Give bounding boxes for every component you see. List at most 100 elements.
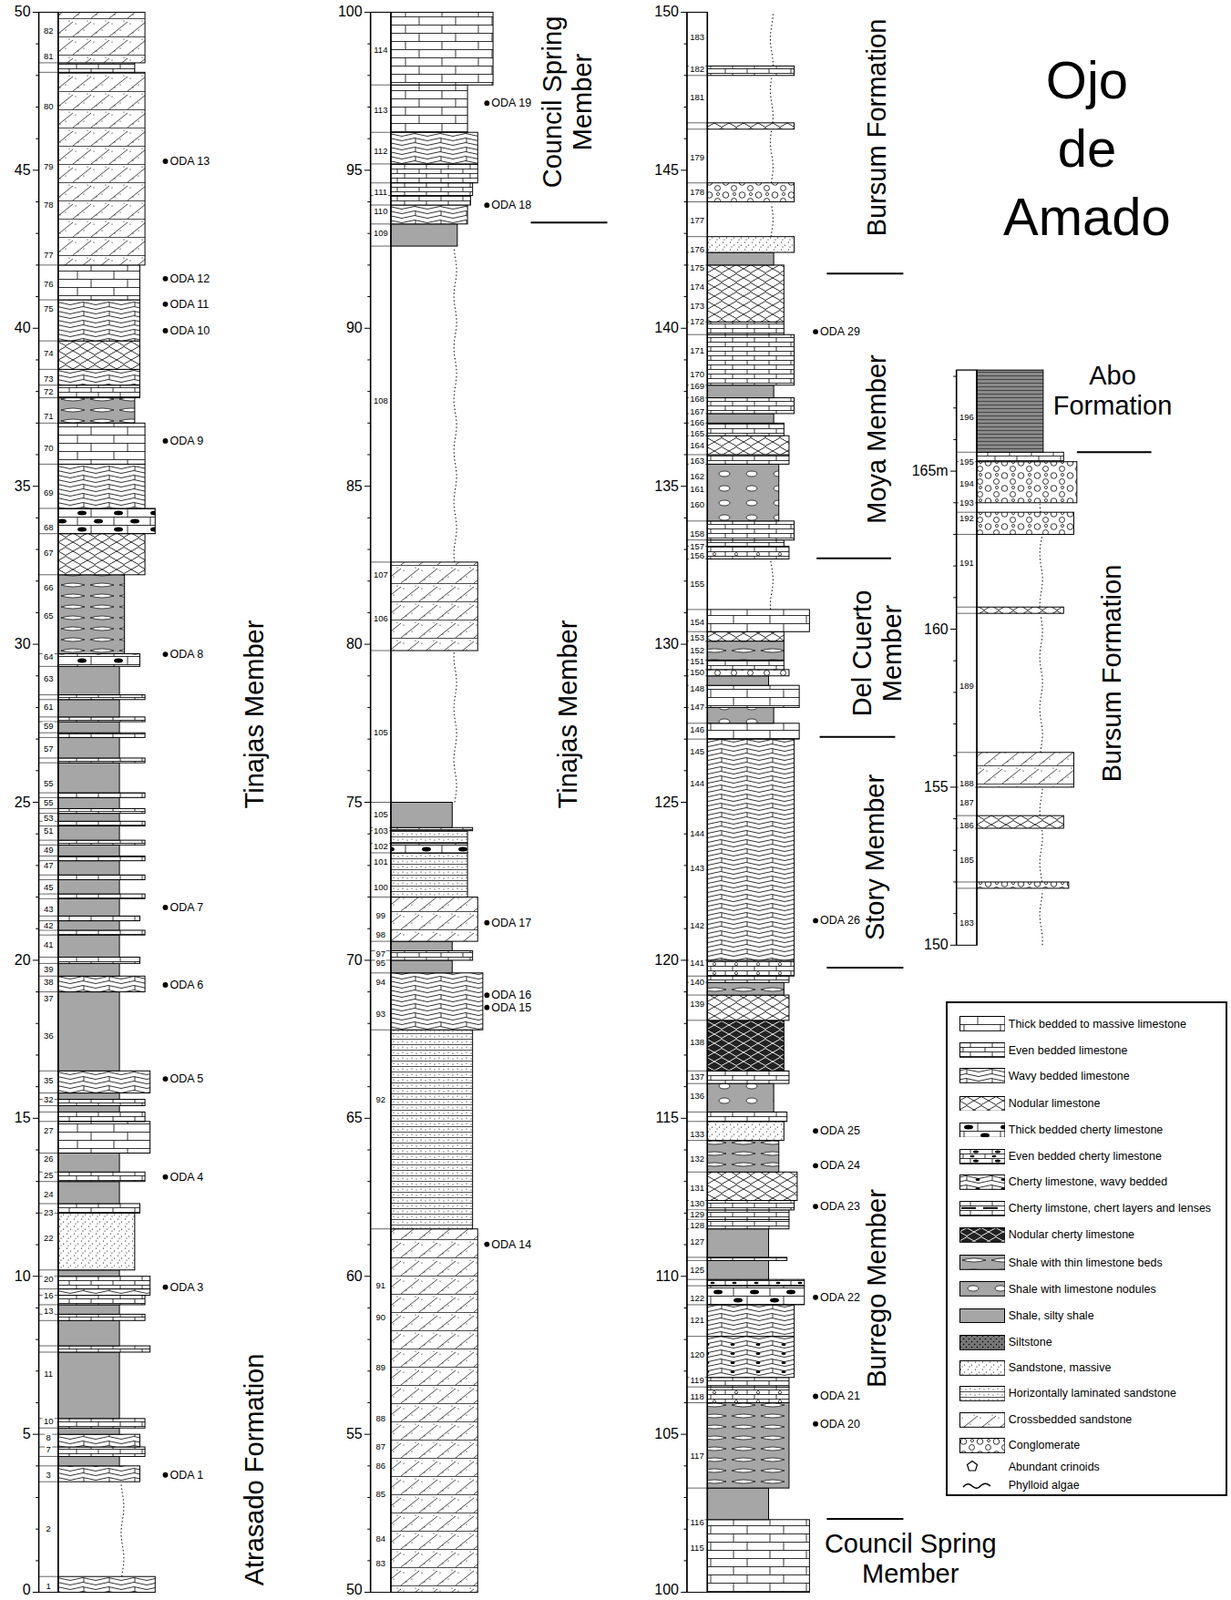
legend-swatch [959, 1281, 1006, 1297]
depth-tick [680, 169, 688, 171]
bed-boundary [687, 182, 708, 184]
bed-boundary [39, 11, 59, 13]
bed-number: 111 [373, 187, 389, 197]
legend-sample [959, 1067, 1006, 1084]
rock-bed [976, 451, 1064, 462]
bed-number: 160 [688, 501, 706, 511]
bed-number: 131 [688, 1183, 706, 1193]
rock-bed [58, 463, 145, 509]
rock-bed [390, 843, 468, 853]
legend-text: Siltstone [1008, 1336, 1053, 1349]
depth-tick [367, 1244, 370, 1246]
bed-number: 144 [688, 829, 706, 839]
bed-number: 55 [42, 779, 55, 789]
depth-tick [35, 1307, 39, 1309]
bed-boundary [39, 732, 59, 734]
bed-number: 11 [42, 1370, 54, 1380]
legend-sample [959, 1096, 1006, 1112]
bed-number: 24 [42, 1189, 55, 1200]
rock-bed [58, 956, 141, 964]
bed-boundary [687, 1279, 708, 1281]
bed-boundary [370, 163, 391, 165]
legend-sample [959, 1458, 1006, 1475]
rock-bed [58, 1304, 120, 1314]
bed-boundary [39, 840, 59, 842]
depth-tick [32, 801, 40, 803]
bed-boundary [370, 223, 391, 225]
rock-bed [707, 413, 774, 423]
sample-dot [483, 1005, 490, 1011]
legend-sample [959, 1477, 1006, 1494]
depth-tick [35, 1244, 39, 1246]
bed-number: 102 [372, 841, 390, 852]
depth-tick [684, 390, 688, 392]
bed-number: 156 [688, 551, 706, 561]
bed-number: 185 [958, 855, 975, 865]
rock-bed [390, 973, 483, 1030]
depth-tick [684, 359, 688, 360]
bed-boundary [687, 539, 708, 541]
bed-number: 25 [42, 1170, 55, 1180]
bed-boundary [39, 533, 59, 534]
bed-boundary [687, 128, 708, 130]
rock-bed [58, 299, 141, 341]
bed-boundary [39, 71, 59, 73]
sample-dot [163, 276, 169, 282]
legend-frame [946, 1002, 1227, 1496]
rock-bed [58, 808, 145, 813]
depth-tick [32, 1434, 40, 1436]
bed-number: 188 [958, 779, 975, 790]
sample-label: ODA 23 [820, 1200, 861, 1213]
rock-bed [707, 422, 784, 436]
bed-boundary [39, 1070, 59, 1072]
bed-number: 49 [42, 845, 55, 855]
covered-interval [453, 652, 457, 803]
legend-swatch [959, 1334, 1006, 1351]
depth-tick [35, 707, 39, 708]
sample-label: ODA 6 [169, 979, 204, 992]
bed-number: 155 [688, 579, 706, 589]
rock-bed [707, 669, 790, 677]
rock-bed [707, 546, 790, 560]
depth-tick [35, 612, 39, 614]
rock-bed [58, 758, 145, 763]
bed-number: 119 [689, 1375, 706, 1385]
bed-number: 128 [688, 1220, 706, 1231]
depth-tick [367, 991, 370, 993]
bed-boundary [39, 934, 59, 936]
bed-number: 103 [372, 826, 390, 836]
depth-tick [35, 896, 39, 898]
bed-number: 178 [688, 187, 706, 197]
bed-boundary [370, 205, 391, 206]
rock-bed [58, 574, 125, 655]
bed-number: 127 [688, 1237, 706, 1247]
rock-bed [707, 65, 794, 75]
rock-bed [58, 1270, 120, 1277]
bed-number: 140 [688, 977, 706, 987]
depth-tick [684, 769, 688, 771]
legend-pattern [960, 1148, 1006, 1164]
depth-tick [684, 517, 688, 519]
bed-number: 39 [42, 965, 55, 975]
bed-number: 83 [375, 1559, 388, 1570]
bed-boundary [687, 122, 708, 124]
depth-tick [684, 991, 688, 993]
sample-dot [483, 992, 490, 998]
depth-label: 120 [654, 953, 679, 968]
depth-tick [364, 1275, 371, 1277]
rock-bed [707, 738, 794, 961]
rock-bed [976, 752, 1074, 788]
depth-tick [367, 1339, 370, 1341]
bed-boundary [39, 808, 59, 810]
depth-tick [35, 833, 39, 835]
bed-number: 82 [42, 27, 55, 37]
depth-tick [32, 959, 40, 961]
sample-label: ODA 13 [169, 155, 210, 168]
sample-dot [163, 1284, 169, 1291]
depth-tick [680, 328, 688, 329]
covered-interval [1039, 503, 1042, 513]
bed-boundary [687, 1070, 708, 1072]
bed-boundary [39, 1303, 59, 1305]
rock-bed [58, 1427, 120, 1435]
depth-tick [364, 11, 371, 13]
